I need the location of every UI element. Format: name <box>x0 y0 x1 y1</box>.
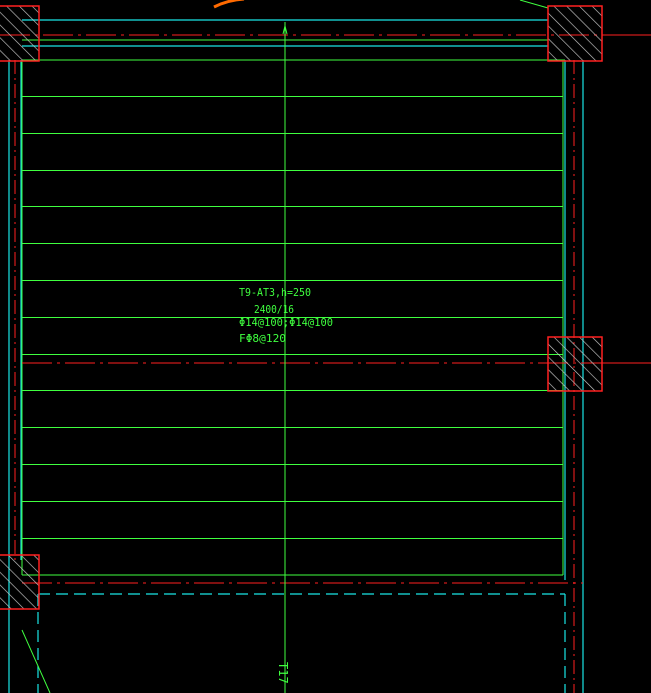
column-top-right <box>547 5 603 62</box>
stair-dimensions: 2400/16 <box>254 303 294 316</box>
section-label: T17 <box>276 662 290 684</box>
stair-treads <box>22 96 563 539</box>
column-top-left <box>0 5 40 62</box>
break-line <box>21 629 51 693</box>
top-right-diagonal <box>519 0 549 9</box>
column-bottom-left <box>0 554 40 610</box>
stair-designation: T9-AT3,h=250 <box>239 286 311 299</box>
center-line-arrow <box>282 25 288 35</box>
column-mid-right <box>547 336 603 392</box>
distribution-rebar-spec: FΦ8@120 <box>239 332 286 345</box>
main-rebar-spec: Φ14@100;Φ14@100 <box>239 316 333 329</box>
orange-arc <box>213 0 245 9</box>
bottom-beam <box>22 574 583 693</box>
